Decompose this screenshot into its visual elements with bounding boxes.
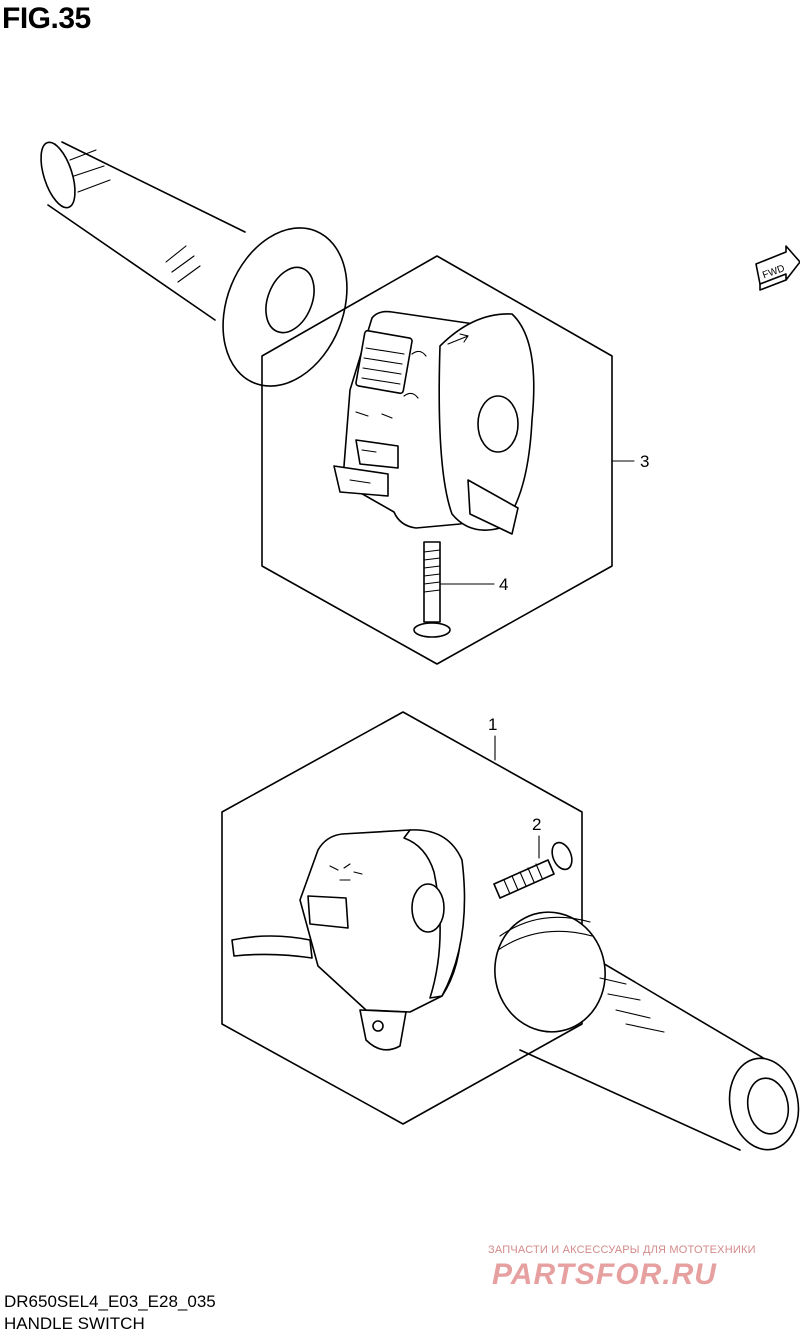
screw-4[interactable]	[413, 541, 451, 638]
diagram-caption: HANDLE SWITCH	[4, 1314, 145, 1333]
assembly-frame-1	[221, 711, 583, 1125]
watermark-brand: PARTSFOR.RU	[492, 1258, 717, 1291]
left-handle-switch[interactable]	[333, 310, 535, 535]
right-handle-switch[interactable]	[231, 829, 466, 1051]
callout-3: 3	[640, 452, 649, 471]
callout-2: 2	[532, 815, 541, 834]
left-handlebar-grip[interactable]	[34, 138, 369, 404]
forward-direction-badge: FWD	[755, 245, 800, 291]
callout-4: 4	[499, 575, 508, 594]
screw-2[interactable]	[493, 840, 576, 899]
model-code: DR650SEL4_E03_E28_035	[4, 1292, 216, 1311]
right-throttle-grip[interactable]	[485, 903, 800, 1155]
callout-1: 1	[488, 715, 497, 734]
assembly-frame-3	[261, 255, 613, 665]
figure-title: FIG.35	[2, 2, 91, 35]
watermark-tagline: ЗАПЧАСТИ И АКСЕССУАРЫ ДЛЯ МОТОТЕХНИКИ	[488, 1244, 756, 1256]
